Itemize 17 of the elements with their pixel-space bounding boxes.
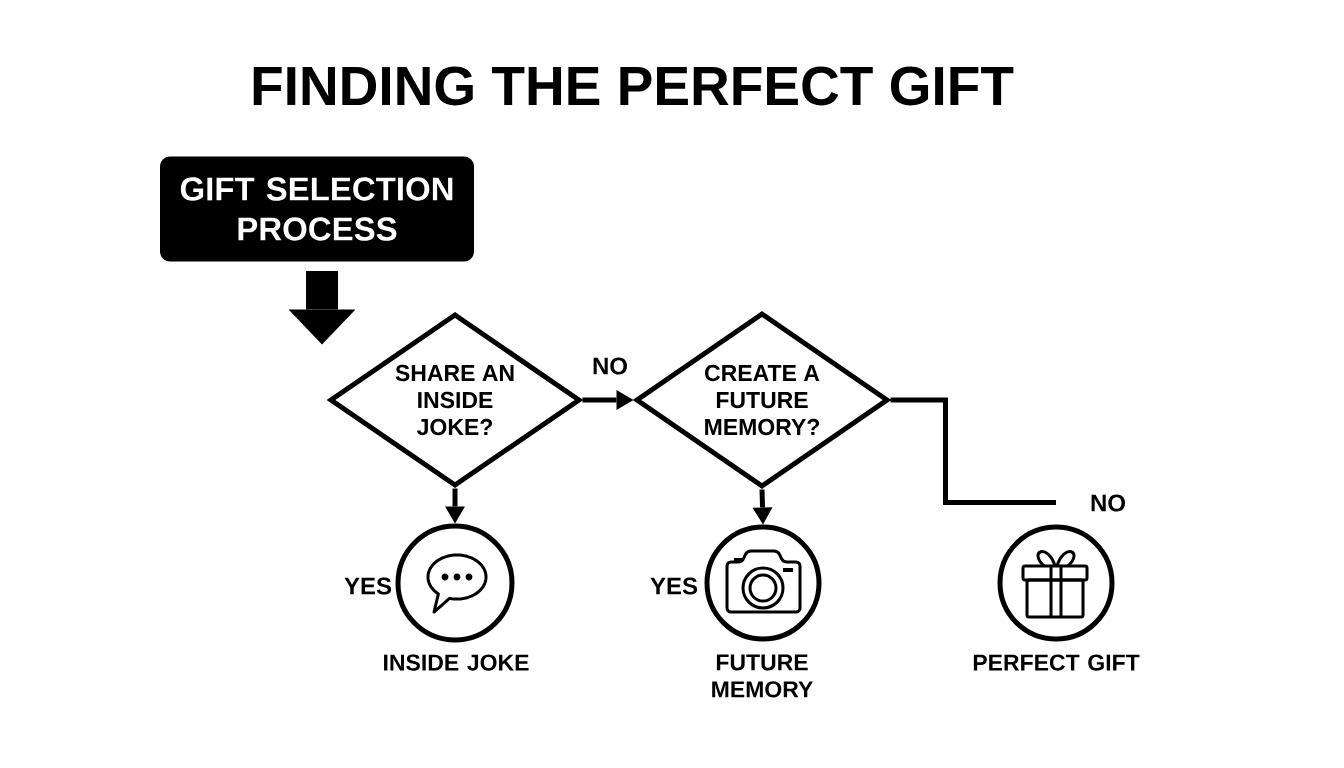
- node-label: PERFECT GIFT: [973, 654, 1140, 671]
- edge-label: YES: [342, 575, 394, 597]
- title: FINDING THE PERFECT GIFT: [253, 66, 1014, 106]
- connector-line: [890, 397, 1056, 505]
- block-arrow: [288, 270, 356, 345]
- icon-circle: [395, 523, 515, 643]
- edge-label: NO: [590, 355, 630, 377]
- icon-circle: [704, 524, 822, 642]
- arrow: [752, 489, 773, 525]
- arrow: [582, 390, 634, 410]
- edge-label: YES: [648, 575, 700, 597]
- arrow: [445, 488, 465, 524]
- process-box: GIFT SELECTION PROCESS: [160, 156, 474, 262]
- node-label: FUTURE MEMORY: [712, 654, 813, 698]
- icon-circle: [997, 524, 1115, 642]
- node-label: INSIDE JOKE: [384, 654, 529, 671]
- edge-label: NO: [1088, 492, 1128, 514]
